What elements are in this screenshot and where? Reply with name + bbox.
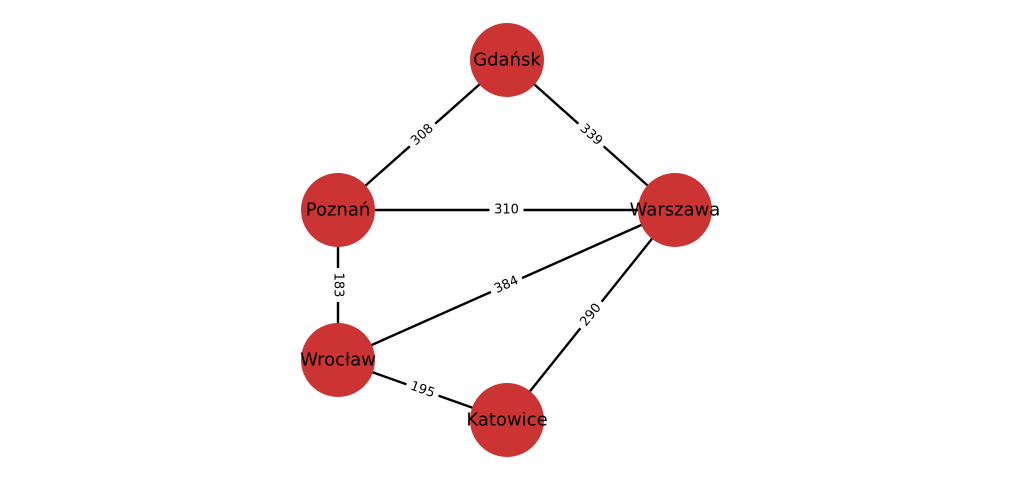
- edge-weight: 195: [408, 379, 436, 401]
- edge-label-background: [487, 269, 526, 301]
- node-circle[interactable]: [638, 173, 712, 247]
- node-label: Warszawa: [630, 200, 721, 221]
- node-katowice[interactable]: Katowice: [466, 383, 548, 457]
- edge-label: 195: [403, 375, 442, 405]
- edge-label-background: [572, 116, 610, 154]
- node-circle[interactable]: [301, 173, 375, 247]
- node-circle[interactable]: [470, 23, 544, 97]
- edge-weight: 310: [494, 203, 519, 218]
- edge-label: 384: [487, 269, 526, 301]
- node-warszawa[interactable]: Warszawa: [630, 173, 721, 247]
- edge-label: 290: [573, 296, 609, 334]
- node-wroclaw[interactable]: Wrocław: [300, 323, 376, 397]
- edge-label: 310: [489, 201, 524, 219]
- edge-weight: 183: [331, 273, 346, 298]
- edge-label-background: [489, 201, 524, 219]
- node-poznan[interactable]: Poznań: [301, 173, 375, 247]
- node-label: Gdańsk: [473, 50, 541, 71]
- edge-label-background: [329, 268, 347, 302]
- node-circle[interactable]: [301, 323, 375, 397]
- edges: [336, 59, 676, 422]
- node-gdansk[interactable]: Gdańsk: [470, 23, 544, 97]
- node-label: Katowice: [466, 410, 547, 431]
- node-label: Poznań: [306, 200, 371, 221]
- edge-label-background: [403, 116, 442, 154]
- edge-label-background: [573, 296, 609, 334]
- node-label: Wrocław: [300, 350, 376, 371]
- edge-label-background: [403, 375, 442, 405]
- edge-label: 183: [329, 268, 347, 302]
- node-circle[interactable]: [470, 383, 544, 457]
